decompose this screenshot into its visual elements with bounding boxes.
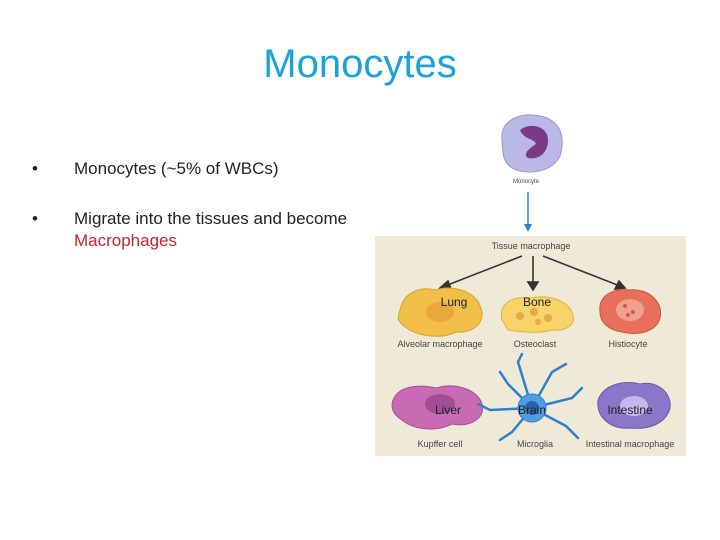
tissue-label-bone: Bone bbox=[523, 295, 551, 309]
slide-title: Monocytes bbox=[263, 42, 457, 86]
arrow-to-histiocyte bbox=[542, 255, 621, 287]
cell-label-osteoclast: Osteoclast bbox=[514, 339, 557, 349]
tissue-label-liver: Liver bbox=[435, 403, 461, 417]
histiocyte-cell bbox=[599, 289, 662, 334]
osteoclast-cell bbox=[500, 296, 574, 333]
arrow-to-lung bbox=[444, 255, 523, 287]
macrophages-highlight: Macrophages bbox=[74, 231, 178, 250]
bullet-dot: • bbox=[32, 209, 38, 228]
alveolar-macrophage-cell bbox=[397, 287, 483, 337]
bullet-dot: • bbox=[32, 159, 38, 178]
cell-label-histiocyte: Histiocyte bbox=[608, 339, 647, 349]
cell-label-alveolar: Alveolar macrophage bbox=[397, 339, 482, 349]
tissue-label-brain: Brain bbox=[518, 403, 546, 417]
microglia-cell bbox=[476, 352, 584, 442]
arrowhead-bone bbox=[526, 281, 540, 292]
monocyte-label: Monocyte bbox=[513, 179, 540, 185]
monocyte-cell bbox=[501, 114, 563, 173]
kupffer-cell bbox=[391, 385, 484, 430]
arrowhead-histiocyte bbox=[613, 279, 627, 290]
intestinal-macrophage-cell bbox=[597, 382, 671, 429]
bullet-list: • Monocytes (~5% of WBCs) • Migrate into… bbox=[28, 158, 348, 280]
bullet-item: • Monocytes (~5% of WBCs) bbox=[28, 158, 348, 180]
cell-label-intestinal: Intestinal macrophage bbox=[586, 439, 675, 449]
tissue-macrophage-label: Tissue macrophage bbox=[492, 241, 571, 251]
bullet-item: • Migrate into the tissues and become Ma… bbox=[28, 208, 348, 252]
cell-label-microglia: Microglia bbox=[517, 439, 553, 449]
bullet-text: Migrate into the tissues and become Macr… bbox=[74, 208, 348, 252]
cell-label-kupffer: Kupffer cell bbox=[418, 439, 463, 449]
tissue-label-intestine: Intestine bbox=[607, 403, 653, 417]
migration-arrowhead bbox=[524, 224, 532, 232]
bullet-text: Monocytes (~5% of WBCs) bbox=[74, 159, 279, 178]
bullet-text-part: Migrate into the tissues and become bbox=[74, 209, 348, 228]
tissue-label-lung: Lung bbox=[441, 295, 468, 309]
